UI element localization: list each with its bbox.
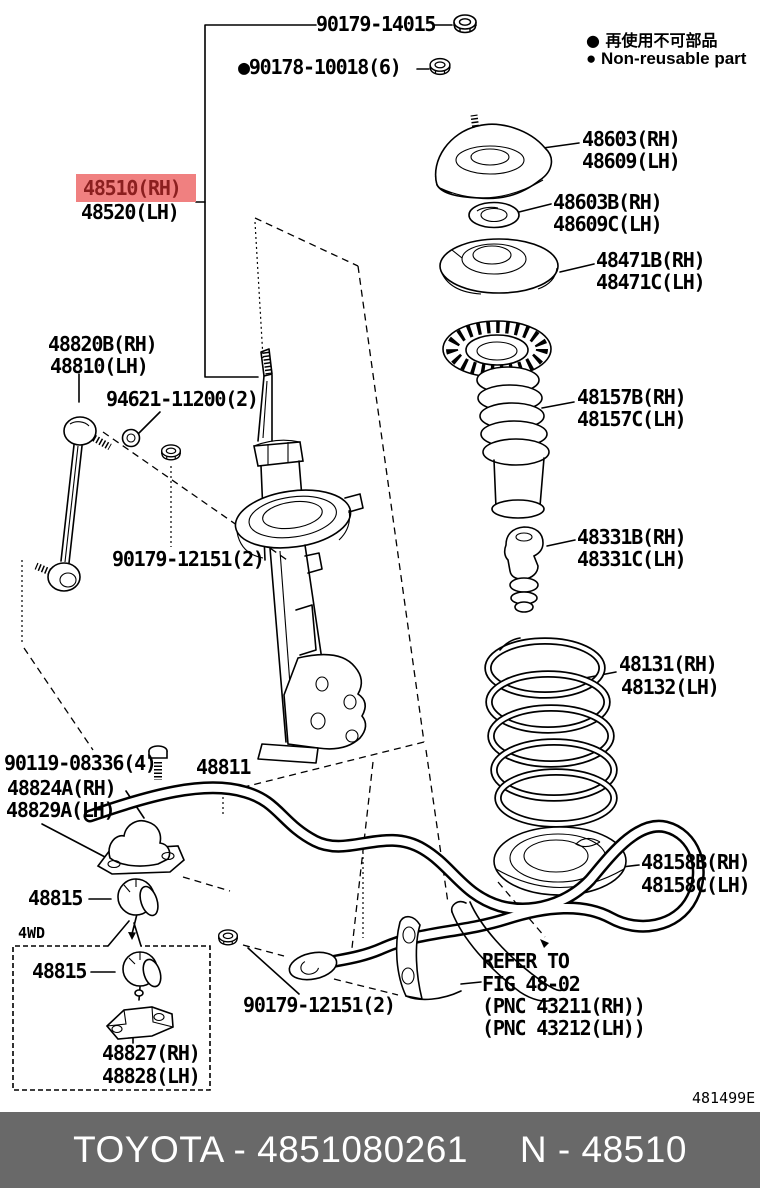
callout-strut-rh-highlighted[interactable]: 48510(RH) bbox=[83, 176, 182, 200]
footer-brand-part-number: TOYOTA - 4851080261 bbox=[73, 1129, 468, 1170]
nut-icon bbox=[160, 444, 182, 461]
callout-bar-bracket-rh: 48824A(RH) bbox=[7, 776, 117, 800]
callout-bar-bracket-4wd-rh: 48827(RH) bbox=[102, 1041, 201, 1065]
callout-support-nut: ●90178-10018(6) bbox=[238, 55, 402, 79]
callout-strut-lh: 48520(LH) bbox=[81, 200, 180, 224]
callout-bar-bushing-4wd: 48815 bbox=[32, 959, 87, 983]
callout-coil-spring-rh: 48131(RH) bbox=[619, 652, 718, 676]
callout-stabilizer-bar: 48811 bbox=[196, 755, 251, 779]
stabilizer-link-drawing bbox=[34, 416, 112, 592]
fig-ref-line1: REFER TO bbox=[482, 949, 570, 973]
callout-bar-bushing: 48815 bbox=[28, 886, 83, 910]
bolt-icon bbox=[148, 745, 168, 780]
bar-bushing-4wd-drawing bbox=[122, 951, 162, 988]
lower-arm-drawing bbox=[395, 900, 563, 1002]
callout-mount-lh: 48609(LH) bbox=[582, 149, 681, 173]
fig-ref-line2: FIG 48-02 bbox=[482, 972, 581, 996]
legend-nonreusable-en: ● Non-reusable part bbox=[586, 49, 747, 68]
highlight-box bbox=[76, 174, 196, 202]
callout-link-nut-lower: 90179-12151(2) bbox=[243, 993, 396, 1017]
callout-strut-rod-nut: 90179-14015 bbox=[316, 12, 436, 36]
callout-bearing-lh: 48609C(LH) bbox=[553, 212, 663, 236]
callout-bar-bracket-4wd-lh: 48828(LH) bbox=[102, 1064, 201, 1088]
callout-mount-rh: 48603(RH) bbox=[582, 127, 681, 151]
callout-lower-insulator-rh: 48158B(RH) bbox=[641, 850, 751, 874]
fig-ref-line3: (PNC 43211(RH)) bbox=[482, 994, 646, 1018]
footer-bar: TOYOTA - 4851080261 N - 48510 bbox=[0, 1112, 760, 1188]
callout-link-nut-upper: 90179-12151(2) bbox=[112, 547, 265, 571]
bar-bracket-4wd-drawing bbox=[105, 1006, 174, 1040]
callout-link-lh: 48810(LH) bbox=[50, 354, 149, 378]
callout-dust-boot-rh: 48157B(RH) bbox=[577, 385, 687, 409]
fourwd-box-label: 4WD bbox=[16, 924, 48, 942]
callout-bump-stop-rh: 48331B(RH) bbox=[577, 525, 687, 549]
callout-lower-insulator-lh: 48158C(LH) bbox=[641, 873, 751, 897]
callout-link-washer: 94621-11200(2) bbox=[106, 387, 259, 411]
callout-bracket-bolt: 90119-08336(4) bbox=[4, 751, 157, 775]
upper-insulator-drawing bbox=[439, 238, 559, 295]
figure-code: 481499E bbox=[692, 1089, 756, 1107]
callout-bearing-rh: 48603B(RH) bbox=[553, 190, 663, 214]
nut-icon bbox=[453, 14, 477, 34]
nut-icon bbox=[217, 929, 239, 946]
callout-bar-bracket-lh: 48829A(LH) bbox=[6, 798, 116, 822]
washer-icon bbox=[121, 428, 141, 448]
mount-bearing-drawing bbox=[468, 201, 520, 229]
nut-icon bbox=[429, 57, 451, 76]
footer-fig-number: N - 48510 bbox=[519, 1129, 687, 1170]
support-mount-drawing bbox=[434, 114, 553, 200]
fourwd-box bbox=[12, 920, 211, 1091]
dust-boot-drawing bbox=[442, 320, 552, 519]
callout-dust-boot-lh: 48157C(LH) bbox=[577, 407, 687, 431]
callout-bump-stop-lh: 48331C(LH) bbox=[577, 547, 687, 571]
callout-upper-insulator-rh: 48471B(RH) bbox=[596, 248, 706, 272]
coil-spring-drawing bbox=[484, 637, 618, 828]
bump-stop-drawing bbox=[503, 526, 544, 613]
callout-coil-spring-lh: 48132(LH) bbox=[621, 675, 720, 699]
stabilizer-bar-drawing bbox=[90, 788, 698, 981]
strut-assembly-drawing bbox=[234, 348, 367, 764]
bar-bracket-drawing bbox=[96, 820, 185, 875]
legend-nonreusable-jp: ● 再使用不可部品 bbox=[586, 31, 718, 50]
callout-link-rh: 48820B(RH) bbox=[48, 332, 158, 356]
fig-ref-line4: (PNC 43212(LH)) bbox=[482, 1016, 646, 1040]
callout-upper-insulator-lh: 48471C(LH) bbox=[596, 270, 706, 294]
bar-bushing-drawing bbox=[117, 878, 159, 917]
